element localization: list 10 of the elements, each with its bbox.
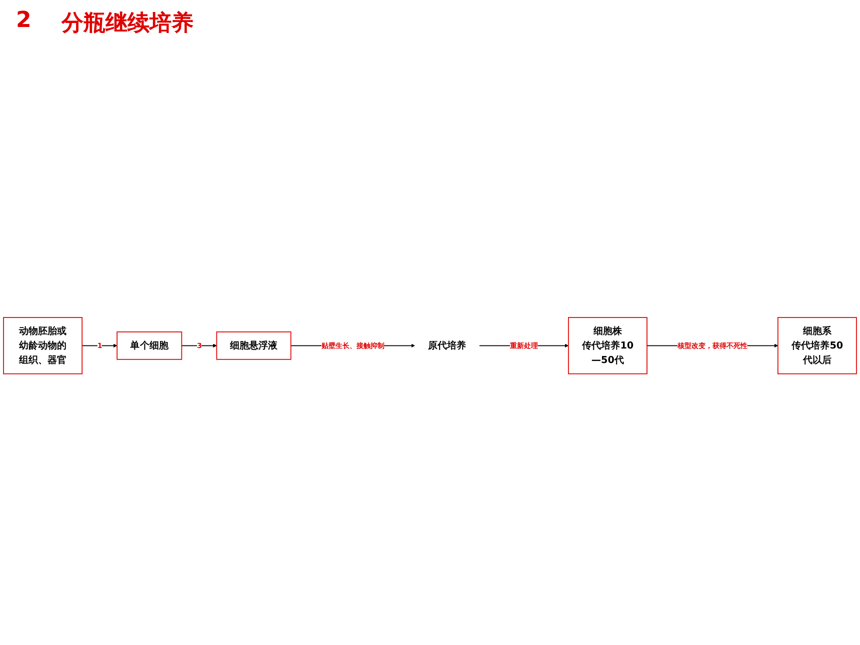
node-box: 细胞株 传代培养10—50代 bbox=[568, 316, 648, 374]
node-text: 原代培养 bbox=[428, 340, 466, 351]
edge-label-note: 2 bbox=[16, 8, 32, 35]
arrow bbox=[82, 344, 118, 348]
node-box: 细胞系 传代培养50代以后 bbox=[777, 316, 857, 374]
edge-label-note: 分瓶继续培养 bbox=[61, 10, 194, 38]
node-box: 细胞悬浮液 bbox=[216, 331, 292, 360]
arrow bbox=[181, 344, 217, 348]
node-box: 动物胚胎或幼龄动物的组织、器官 bbox=[3, 316, 83, 374]
node-box: 单个细胞 bbox=[116, 331, 182, 360]
